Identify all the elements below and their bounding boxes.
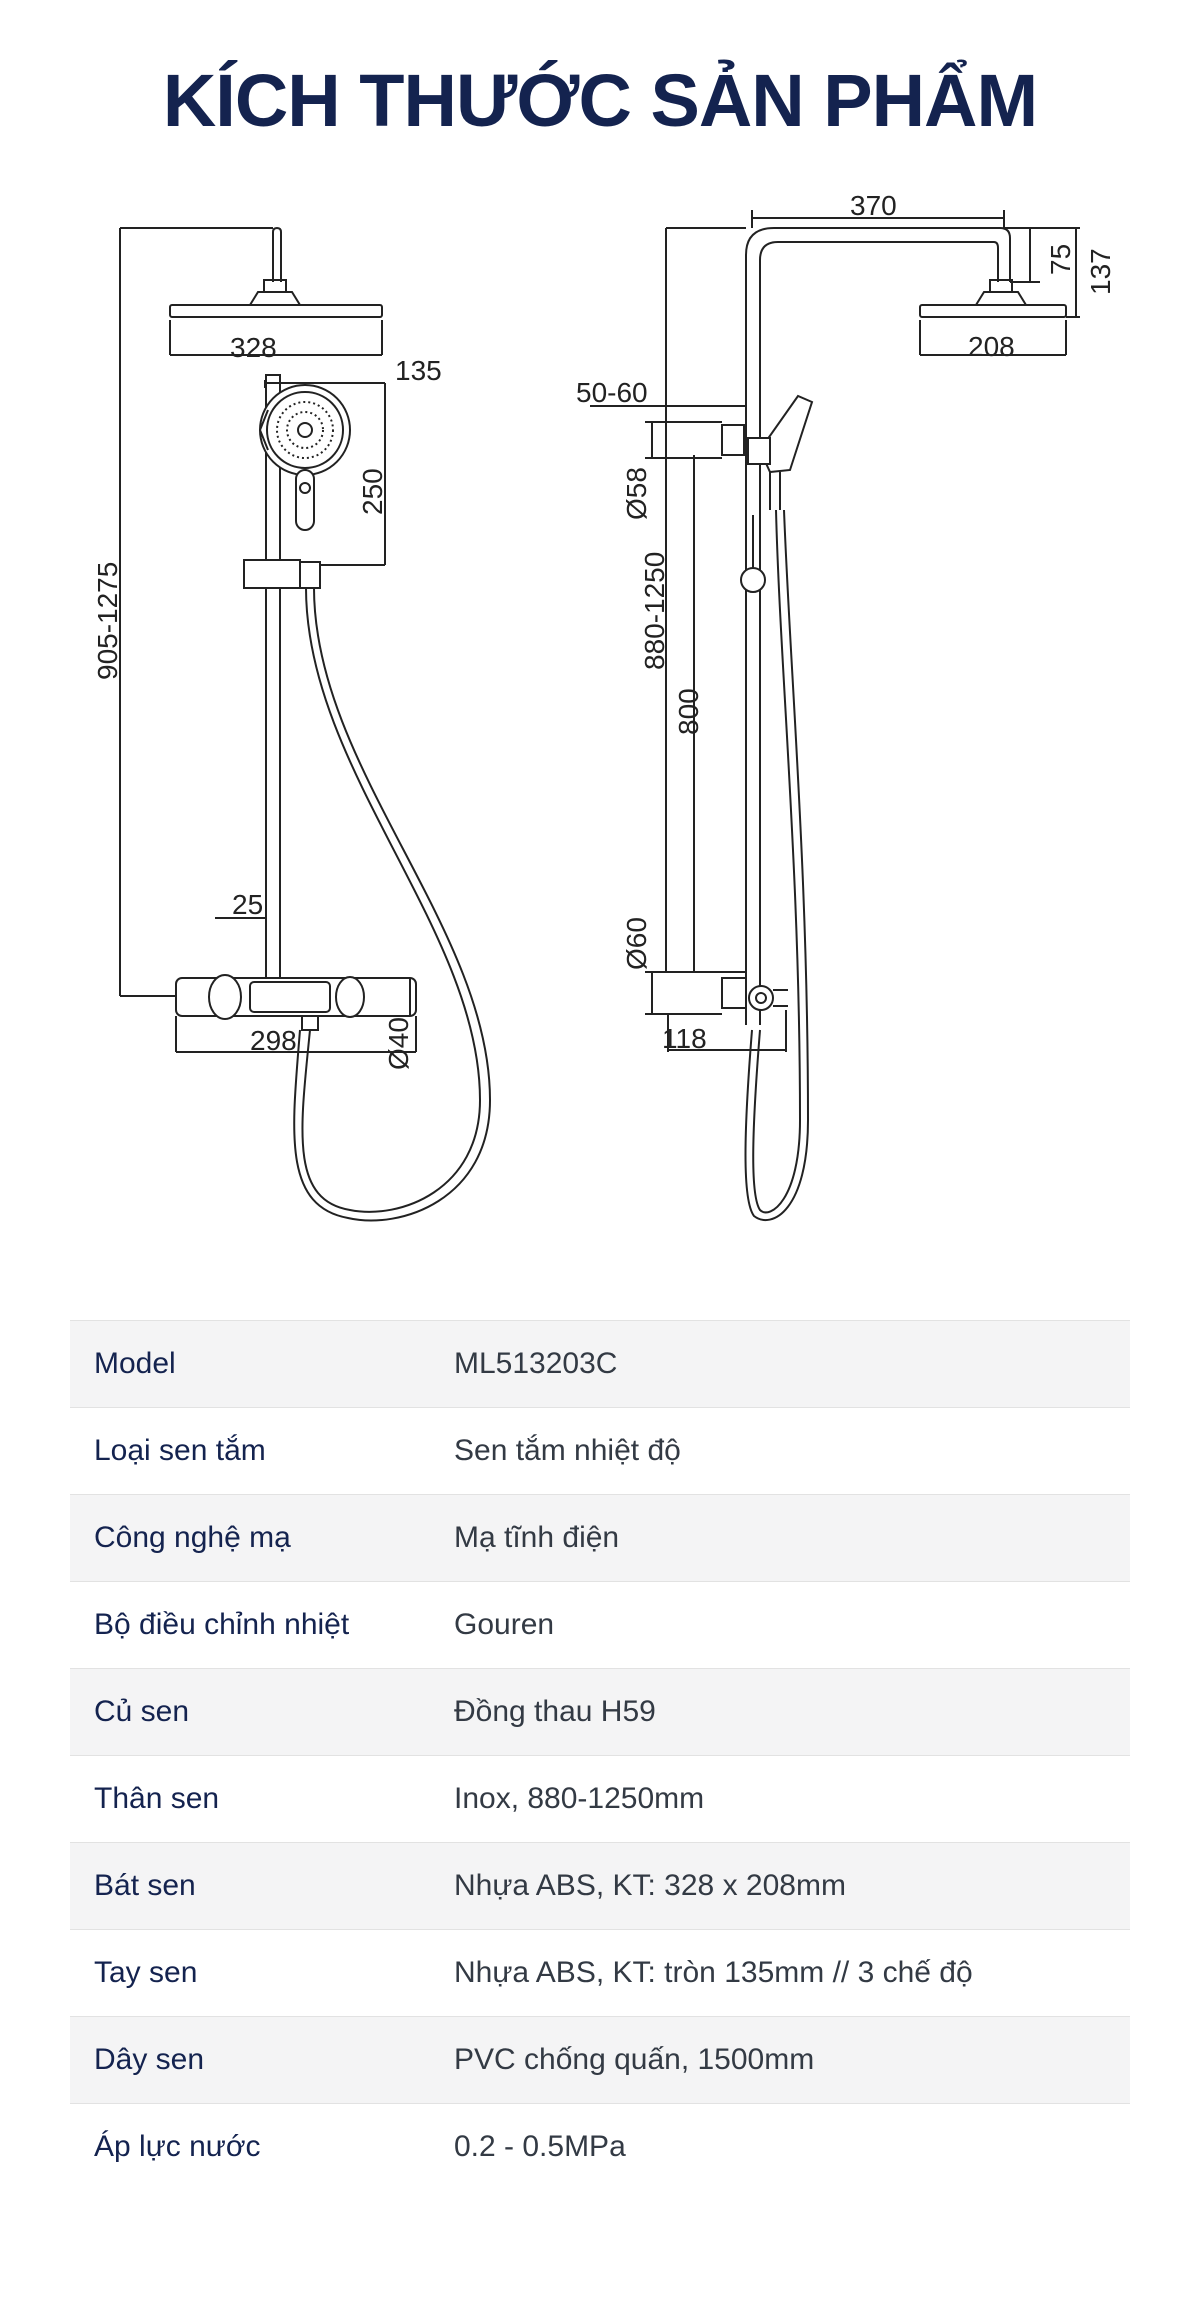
spec-row: Áp lực nước 0.2 - 0.5MPa <box>70 2103 1130 2191</box>
dim-head-depth: 208 <box>968 331 1015 362</box>
spec-label: Thân sen <box>94 1782 220 1815</box>
dim-head-height: 137 <box>1085 248 1116 295</box>
spec-value: Nhựa ABS, KT: tròn 135mm // 3 chế độ <box>454 1956 973 1989</box>
dim-bracket-dia: Ø58 <box>621 467 652 520</box>
spec-row: Bộ điều chỉnh nhiệt Gouren <box>70 1581 1130 1669</box>
spec-row: Công nghệ mạ Mạ tĩnh điện <box>70 1494 1130 1582</box>
spec-row: Bát sen Nhựa ABS, KT: 328 x 208mm <box>70 1842 1130 1930</box>
spec-row: Củ sen Đồng thau H59 <box>70 1668 1130 1756</box>
dim-height-range: 905-1275 <box>92 562 123 680</box>
spec-label: Bộ điều chỉnh nhiệt <box>94 1608 350 1641</box>
spec-row: Dây sen PVC chống quấn, 1500mm <box>70 2016 1130 2104</box>
side-view <box>590 210 1080 1221</box>
dim-arm-reach: 370 <box>850 190 897 221</box>
spec-label: Model <box>94 1347 176 1380</box>
spec-value: ML513203C <box>454 1347 618 1380</box>
spec-value: Inox, 880-1250mm <box>454 1782 705 1815</box>
spec-label: Củ sen <box>94 1695 190 1728</box>
page-title: KÍCH THƯỚC SẢN PHẨM <box>162 59 1038 142</box>
dim-bar-len: 800 <box>673 688 704 735</box>
dim-head-width: 328 <box>230 332 277 363</box>
dim-drop: 75 <box>1045 244 1076 275</box>
spec-row: Model ML513203C <box>70 1320 1130 1408</box>
spec-label: Bát sen <box>94 1869 196 1902</box>
spec-value: 0.2 - 0.5MPa <box>454 2130 626 2164</box>
dim-hand-shower-dia: 135 <box>395 355 442 386</box>
spec-label: Áp lực nước <box>94 2130 261 2164</box>
spec-value: Sen tắm nhiệt độ <box>454 1434 681 1467</box>
spec-label: Dây sen <box>94 2043 205 2076</box>
spec-label: Tay sen <box>94 1956 198 1989</box>
spec-row: Loại sen tắm Sen tắm nhiệt độ <box>70 1407 1130 1495</box>
dim-wall-offset: 25 <box>232 889 263 920</box>
spec-row: Tay sen Nhựa ABS, KT: tròn 135mm // 3 chế… <box>70 1929 1130 2017</box>
dim-valve-width: 298 <box>250 1025 297 1056</box>
dim-valve-depth: 118 <box>662 1023 707 1054</box>
spec-row: Thân sen Inox, 880-1250mm <box>70 1755 1130 1843</box>
spec-value: Mạ tĩnh điện <box>454 1521 620 1554</box>
dim-bar-range: 880-1250 <box>639 552 670 670</box>
dim-valve-dia-side: Ø60 <box>621 917 652 970</box>
spec-value: Gouren <box>454 1608 555 1641</box>
dimension-drawing: 328 135 250 905-1275 25 298 Ø40 370 75 1… <box>92 190 1116 1222</box>
dim-valve-dia-front: Ø40 <box>383 1017 414 1070</box>
spec-value: PVC chống quấn, 1500mm <box>454 2043 815 2076</box>
spec-value: Đồng thau H59 <box>454 1695 656 1728</box>
spec-table: Model ML513203C Loại sen tắm Sen tắm nhiệt … <box>70 1320 1130 2191</box>
spec-value: Nhựa ABS, KT: 328 x 208mm <box>454 1869 846 1902</box>
dim-hand-shower-len: 250 <box>357 468 388 515</box>
front-view <box>119 226 492 1222</box>
spec-label: Loại sen tắm <box>94 1434 266 1467</box>
spec-label: Công nghệ mạ <box>94 1521 291 1554</box>
dim-holder-offset: 50-60 <box>576 377 648 408</box>
